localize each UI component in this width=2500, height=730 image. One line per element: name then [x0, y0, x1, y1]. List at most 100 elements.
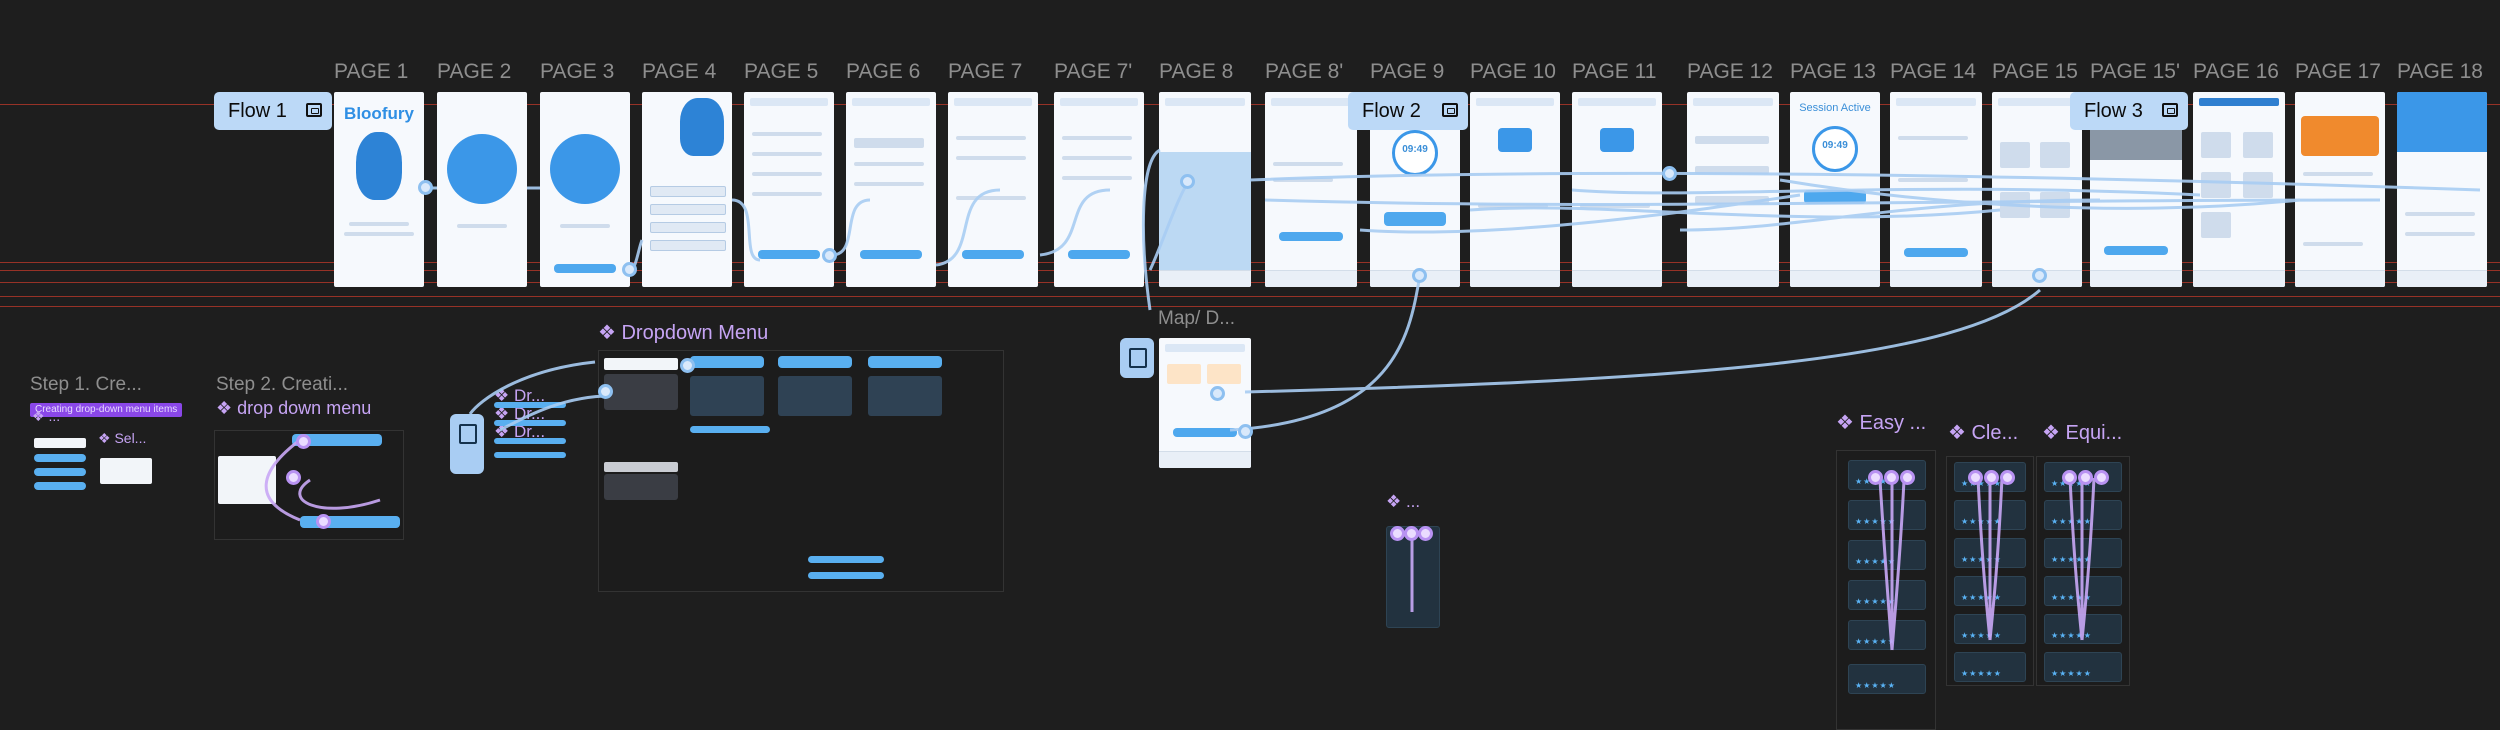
node-handle-icon[interactable] [1210, 386, 1225, 401]
primary-button[interactable] [554, 264, 616, 273]
frame-map[interactable] [1159, 338, 1251, 468]
form-field[interactable] [854, 182, 924, 186]
page-label-12[interactable]: PAGE 12 [1687, 60, 1773, 83]
node-handle-icon[interactable] [1984, 470, 1999, 485]
map-frame-label[interactable]: Map/ D... [1158, 308, 1236, 329]
option-row[interactable] [650, 186, 726, 197]
step-2-title[interactable]: Step 2. Creati... [216, 374, 349, 395]
item-tile[interactable] [2201, 212, 2231, 238]
frame-page-16[interactable] [2193, 92, 2285, 287]
primary-button[interactable] [1173, 428, 1237, 437]
frame-page-12[interactable] [1687, 92, 1779, 287]
map-area[interactable] [1159, 152, 1251, 270]
device-frame-icon[interactable] [1120, 338, 1154, 378]
item-tile[interactable] [2040, 142, 2070, 168]
frame-page-11[interactable] [1572, 92, 1662, 287]
item-tile[interactable] [2000, 192, 2030, 218]
form-field[interactable] [1062, 176, 1132, 180]
frame-page-7[interactable] [948, 92, 1038, 287]
node-handle-icon[interactable] [2078, 470, 2093, 485]
primary-button[interactable] [860, 250, 922, 259]
form-field[interactable] [752, 192, 822, 196]
page-label-18[interactable]: PAGE 18 [2397, 60, 2483, 83]
form-field[interactable] [956, 196, 1026, 200]
option-row[interactable] [650, 240, 726, 251]
node-handle-icon[interactable] [622, 262, 637, 277]
primary-button[interactable] [1279, 232, 1343, 241]
frame-page-15[interactable] [1992, 92, 2082, 287]
node-handle-icon[interactable] [1404, 526, 1419, 541]
dropdown-menu-title[interactable]: ❖ Dropdown Menu [598, 322, 769, 344]
node-handle-icon[interactable] [1418, 526, 1433, 541]
primary-button[interactable] [758, 250, 820, 259]
page-label-11[interactable]: PAGE 11 [1572, 60, 1657, 83]
option-row[interactable] [650, 222, 726, 233]
item-tile[interactable] [2243, 172, 2273, 198]
rating-row[interactable] [1695, 196, 1769, 204]
page-label-8-prime[interactable]: PAGE 8' [1265, 60, 1344, 83]
page-label-16[interactable]: PAGE 16 [2193, 60, 2279, 83]
page-label-3[interactable]: PAGE 3 [540, 60, 615, 83]
page-label-14[interactable]: PAGE 14 [1890, 60, 1976, 83]
form-field[interactable] [752, 132, 822, 136]
rating-row[interactable] [1695, 166, 1769, 174]
primary-button[interactable] [1384, 212, 1446, 226]
device-frame-icon[interactable] [450, 414, 484, 474]
node-handle-icon[interactable] [1868, 470, 1883, 485]
node-handle-icon[interactable] [2000, 470, 2015, 485]
item-tile[interactable] [2201, 132, 2231, 158]
flow-2-tag[interactable]: Flow 2 [1348, 92, 1468, 130]
frame-page-6[interactable] [846, 92, 936, 287]
item-tile[interactable] [2201, 172, 2231, 198]
step-2-banner[interactable]: ❖ drop down menu [216, 398, 372, 418]
cle-component-title[interactable]: ❖ Cle... [1948, 422, 2019, 444]
form-field[interactable] [1062, 136, 1132, 140]
page-label-9[interactable]: PAGE 9 [1370, 60, 1445, 83]
frame-page-8[interactable] [1159, 92, 1251, 287]
primary-button[interactable] [2104, 246, 2168, 255]
page-label-17[interactable]: PAGE 17 [2295, 60, 2381, 83]
node-handle-icon[interactable] [2094, 470, 2109, 485]
node-handle-icon[interactable] [598, 384, 613, 399]
node-handle-icon[interactable] [1968, 470, 1983, 485]
frame-page-8-prime[interactable] [1265, 92, 1357, 287]
node-handle-icon[interactable] [1900, 470, 1915, 485]
node-handle-icon[interactable] [2062, 470, 2077, 485]
page-label-5[interactable]: PAGE 5 [744, 60, 819, 83]
node-handle-icon[interactable] [1412, 268, 1427, 283]
step-1-sub-1[interactable]: ❖ ... [32, 408, 61, 424]
page-label-15-prime[interactable]: PAGE 15' [2090, 60, 2180, 83]
frame-page-4[interactable] [642, 92, 732, 287]
page-label-1[interactable]: PAGE 1 [334, 60, 409, 83]
node-handle-icon[interactable] [418, 180, 433, 195]
node-handle-icon[interactable] [296, 434, 311, 449]
node-handle-icon[interactable] [1884, 470, 1899, 485]
primary-button[interactable] [1068, 250, 1130, 259]
frame-page-3[interactable] [540, 92, 630, 287]
node-handle-icon[interactable] [1180, 174, 1195, 189]
step-1-sub-2[interactable]: ❖ Sel... [98, 430, 147, 446]
form-field[interactable] [956, 156, 1026, 160]
page-label-13[interactable]: PAGE 13 [1790, 60, 1876, 83]
page-label-8[interactable]: PAGE 8 [1159, 60, 1234, 83]
page-label-2[interactable]: PAGE 2 [437, 60, 512, 83]
frame-page-18[interactable] [2397, 92, 2487, 287]
node-handle-icon[interactable] [680, 358, 695, 373]
primary-button[interactable] [1804, 190, 1866, 204]
item-tile[interactable] [2040, 192, 2070, 218]
form-field[interactable] [752, 152, 822, 156]
frame-page-2[interactable] [437, 92, 527, 287]
frame-page-5[interactable] [744, 92, 834, 287]
option-row[interactable] [650, 204, 726, 215]
step-1-title[interactable]: Step 1. Cre... [30, 374, 142, 395]
frame-page-13[interactable]: Session Active 09:49 [1790, 92, 1880, 287]
item-tile[interactable] [2000, 142, 2030, 168]
frame-page-14[interactable] [1890, 92, 1982, 287]
page-label-6[interactable]: PAGE 6 [846, 60, 921, 83]
rating-row[interactable] [1695, 136, 1769, 144]
node-handle-icon[interactable] [316, 514, 331, 529]
equi-component-title[interactable]: ❖ Equi... [2042, 422, 2123, 444]
frame-page-1[interactable]: Bloofury [334, 92, 424, 287]
frame-page-17[interactable] [2295, 92, 2385, 287]
